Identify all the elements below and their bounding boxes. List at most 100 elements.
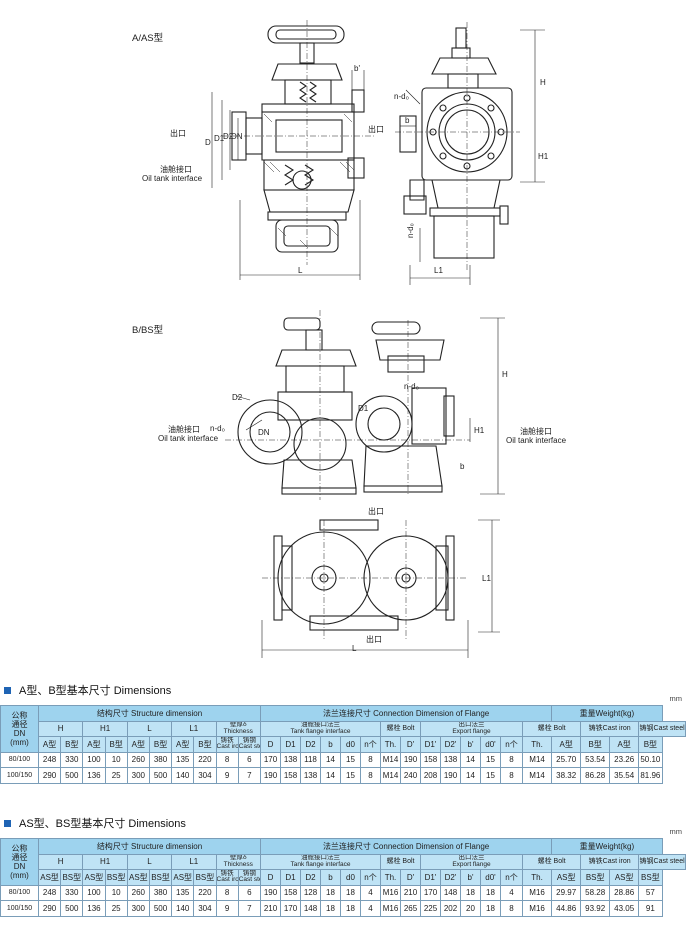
b-front-dimensions (235, 317, 505, 495)
label-D2-b: D2 (232, 393, 243, 402)
subheader-cell: D1' (420, 869, 441, 886)
a-front-dimensions (211, 70, 365, 280)
a-side-dimensions (400, 29, 545, 285)
label-nd0-a: n-d₀ (394, 92, 409, 101)
table-cell: 80/100 (0, 884, 39, 901)
table-cell: 15 (340, 751, 361, 768)
subheader-cell: d0' (480, 869, 501, 886)
label-L: L (298, 266, 303, 275)
subheader-cell: B型 (60, 736, 84, 753)
table-cell: 158 (280, 767, 301, 784)
label-outlet-mid: 出口 (368, 507, 384, 516)
table-cell: 10 (104, 884, 128, 901)
subheader-cell: b (320, 736, 341, 753)
label-D: D (205, 138, 211, 147)
table-cell: 300 (126, 767, 150, 784)
table-cell: 80/100 (0, 751, 39, 768)
col-cast-iron: 铸铁Cast iron (580, 720, 640, 737)
col-cast-iron: 铸铁Cast iron (580, 853, 640, 870)
subheader-cell: AS型 (126, 869, 150, 886)
subheader-cell: D2' (440, 869, 461, 886)
table-cell: 6 (237, 751, 262, 768)
label-L1: L1 (434, 266, 443, 275)
subheader-cell: Th. (380, 869, 401, 886)
subheader-cell: n个 (500, 869, 523, 886)
table-cell: 248 (37, 884, 62, 901)
table-cell: 14 (320, 767, 341, 784)
table-cell: 190 (260, 767, 281, 784)
table-cell: 190 (440, 767, 461, 784)
subheader-cell: b (320, 869, 341, 886)
table-cell: 25 (104, 767, 128, 784)
label-nd0-vertical: n-d₀ (406, 223, 415, 238)
subheader-cell: A型 (126, 736, 150, 753)
table-cell: M16 (380, 884, 401, 901)
table-cell: 136 (82, 767, 106, 784)
label-D2: D2 (223, 132, 234, 141)
subheader-cell: Th. (521, 736, 553, 753)
label-tank-en-b-right: Oil tank interface (506, 436, 567, 445)
subheader-cell: A型 (82, 736, 106, 753)
table-cell: 128 (300, 884, 321, 901)
table-cell: 18 (320, 884, 341, 901)
structure-header: 结构尺寸 Structure dimension (38, 705, 261, 722)
table-cell: 8 (360, 767, 381, 784)
col-bolt-1: 螺栓 Bolt (380, 720, 421, 737)
table-cell: 86.28 (580, 767, 611, 784)
table-cell: 44.86 (551, 900, 582, 917)
b-front-centerlines (225, 310, 470, 500)
table-cell: 260 (126, 884, 150, 901)
label-tank-cn-b-right: 油舱接口 (520, 427, 552, 436)
table-cell: 210 (260, 900, 281, 917)
col-H1: H1 (82, 720, 128, 737)
table-cell: 190 (400, 751, 421, 768)
subheader-cell: Th. (521, 869, 553, 886)
table-cell: 10 (104, 751, 128, 768)
label-H: H (540, 78, 546, 87)
subheader-cell: n个 (360, 736, 381, 753)
col-L1: L1 (171, 720, 217, 737)
table-cell: 50.10 (638, 751, 663, 768)
subheader-cell: D1 (280, 736, 301, 753)
table-cell: 330 (60, 884, 84, 901)
label-tank-en-a: Oil tank interface (142, 174, 203, 183)
table-cell: 28.86 (609, 884, 640, 901)
table-cell: 81.96 (638, 767, 663, 784)
subheader-cell: A型 (551, 736, 582, 753)
subheader-cell: B型 (193, 736, 217, 753)
subheader-cell: B型 (580, 736, 611, 753)
table-cell: 138 (280, 751, 301, 768)
table-cell: M16 (521, 900, 553, 917)
weight-header: 重量Weight(kg) (551, 838, 663, 855)
col-L: L (126, 720, 173, 737)
table-cell: 240 (400, 767, 421, 784)
table-cell: 208 (420, 767, 441, 784)
table-cell: 138 (300, 767, 321, 784)
table-cell: 500 (148, 900, 173, 917)
table-cell: 304 (193, 767, 217, 784)
table-cell: 14 (460, 767, 481, 784)
table-cell: 248 (37, 751, 62, 768)
label-outlet-bottom: 出口 (366, 635, 382, 644)
a-front-hatching (263, 113, 355, 249)
table-cell: 135 (171, 751, 195, 768)
table-cell: M14 (521, 767, 553, 784)
table-cell: 380 (148, 751, 173, 768)
table-cell: 8 (215, 751, 239, 768)
table-cell: 148 (440, 884, 461, 901)
col-H: H (37, 720, 84, 737)
table-cell: 7 (237, 767, 262, 784)
label-H-b: H (502, 370, 508, 379)
table-cell: 210 (400, 884, 421, 901)
table-cell: 500 (148, 767, 173, 784)
table-cell: 136 (82, 900, 106, 917)
table-cell: 8 (360, 751, 381, 768)
